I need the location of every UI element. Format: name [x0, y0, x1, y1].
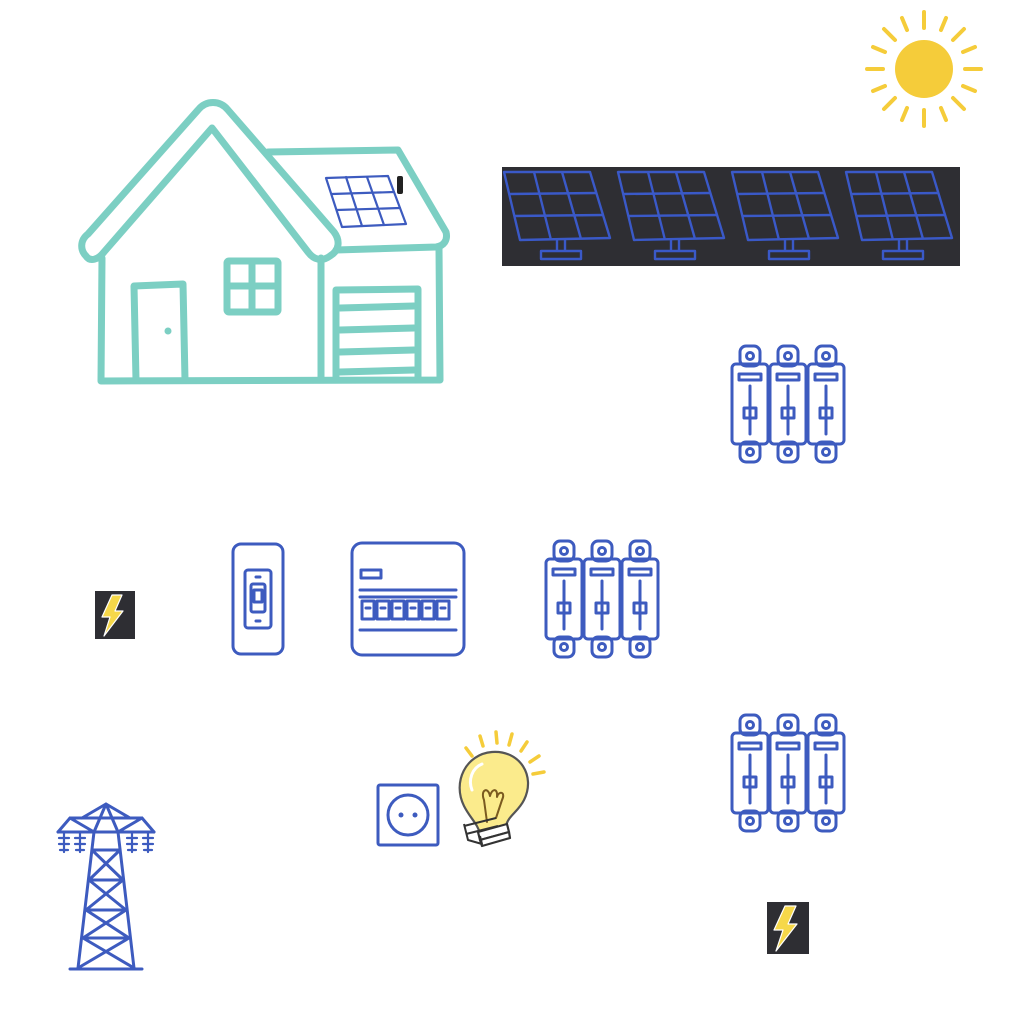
circuit-breaker-icon — [730, 713, 846, 833]
lightning-bolt-icon — [767, 902, 809, 954]
light-bulb-icon — [458, 730, 546, 848]
sun-icon — [865, 10, 983, 128]
solar-panel-array — [502, 167, 960, 266]
transmission-tower-icon — [56, 802, 156, 971]
distribution-board-icon — [350, 541, 466, 657]
circuit-breaker-icon — [544, 539, 660, 659]
solar-panel-icon — [616, 170, 726, 261]
solar-panel-icon — [730, 170, 840, 261]
lightning-bolt-icon — [95, 591, 135, 639]
house-icon — [78, 99, 450, 385]
roof-solar-panel-icon — [324, 174, 408, 229]
solar-panel-icon — [502, 170, 612, 261]
circuit-breaker-icon — [730, 344, 846, 464]
light-switch-icon — [231, 542, 285, 656]
power-socket-icon — [376, 783, 440, 847]
solar-panel-icon — [844, 170, 954, 261]
